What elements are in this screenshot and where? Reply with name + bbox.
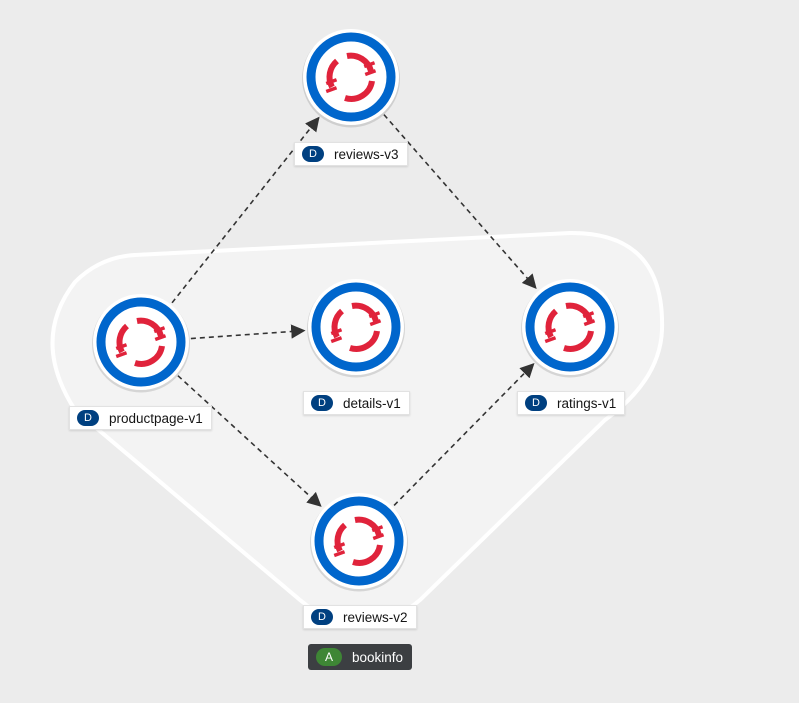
node-productpage[interactable] [92, 294, 190, 393]
openshift-logo-icon [93, 294, 189, 390]
node-label-reviews-v3[interactable]: D reviews-v3 [294, 142, 408, 166]
node-label-reviews-v2[interactable]: D reviews-v2 [303, 605, 417, 629]
node-details[interactable] [307, 279, 405, 378]
openshift-logo-icon [308, 279, 404, 375]
group-name: bookinfo [352, 649, 404, 665]
deployment-badge: D [77, 410, 99, 426]
node-ratings[interactable] [521, 279, 619, 378]
openshift-logo-icon [311, 493, 407, 589]
edge-reviews-v3-to-ratings[interactable] [383, 114, 537, 289]
edge-productpage-to-details[interactable] [190, 324, 306, 340]
deployment-badge: D [311, 395, 333, 411]
openshift-logo-icon [522, 279, 618, 375]
node-reviews-v2[interactable] [310, 493, 408, 592]
openshift-logo-icon [303, 29, 399, 125]
node-name: details-v1 [343, 395, 401, 411]
deployment-badge: D [525, 395, 547, 411]
node-name: productpage-v1 [109, 410, 203, 426]
node-label-ratings[interactable]: D ratings-v1 [517, 391, 626, 415]
deployment-badge: D [311, 609, 333, 625]
node-name: reviews-v3 [334, 146, 399, 162]
node-label-details[interactable]: D details-v1 [303, 391, 410, 415]
node-label-productpage[interactable]: D productpage-v1 [69, 406, 212, 430]
edge-reviews-v2-to-ratings[interactable] [393, 363, 535, 506]
node-name: ratings-v1 [557, 395, 617, 411]
application-group-label[interactable]: A bookinfo [308, 644, 413, 670]
deployment-badge: D [302, 146, 324, 162]
application-badge: A [316, 648, 342, 666]
node-name: reviews-v2 [343, 609, 408, 625]
node-reviews-v3[interactable] [302, 29, 400, 128]
edge-productpage-to-reviews-v3[interactable] [171, 116, 320, 304]
